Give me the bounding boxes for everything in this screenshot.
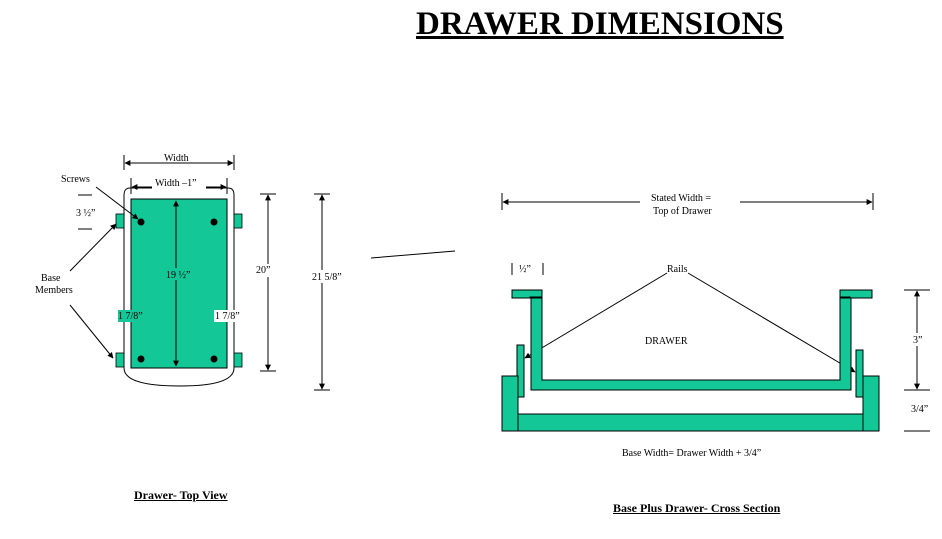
stated-width-line2: Top of Drawer (653, 206, 712, 217)
drawer-body (130, 198, 228, 369)
rails-leader-left (524, 272, 668, 359)
base-member-br (233, 352, 243, 368)
top-view: Width Width –1” Screws 3 ½” Base Members… (35, 153, 352, 391)
top-view-caption: Drawer- Top View (134, 488, 228, 502)
base-member-tr (233, 213, 243, 229)
screw-br (210, 355, 218, 363)
three-half-label: 3 ½” (76, 208, 95, 219)
half-label: ½” (519, 264, 531, 275)
nineteen-half-label: 19 ½” (166, 270, 190, 281)
three-label: 3” (913, 335, 922, 346)
screw-bl (137, 355, 145, 363)
stray-line (370, 250, 456, 259)
base-side-left (501, 375, 519, 432)
members-label: Members (35, 285, 73, 296)
rail-left (516, 344, 525, 398)
three-quarter-label: 3/4” (911, 404, 928, 415)
base-member-bl (115, 352, 125, 368)
base-side-right (862, 375, 880, 432)
stated-width-line1: Stated Width = (651, 193, 711, 204)
one-seven-eighth-left-label: 1 7/8” (118, 311, 143, 322)
base-bottom (517, 413, 864, 432)
drawer-profile (511, 289, 873, 391)
screw-tl (137, 218, 145, 226)
page-title: DRAWER DIMENSIONS (416, 6, 784, 42)
base-width-label: Base Width= Drawer Width + 3/4” (622, 448, 761, 459)
width-minus-label: Width –1” (155, 178, 197, 189)
screw-tr (210, 218, 218, 226)
screws-leader (95, 186, 139, 220)
base-leader-top (69, 223, 117, 272)
rails-label: Rails (667, 264, 688, 275)
rail-right (855, 349, 864, 398)
rails-leader-right (687, 272, 856, 373)
screws-label: Screws (61, 174, 90, 185)
base-member-tl (115, 213, 125, 229)
cross-section-caption: Base Plus Drawer- Cross Section (613, 501, 781, 515)
twenty-label: 20” (256, 265, 270, 276)
twenty-one-label: 21 5/8” (312, 272, 342, 283)
cross-section: Stated Width = Top of Drawer ½” Rails DR… (501, 193, 930, 459)
one-seven-eighth-right-label: 1 7/8” (215, 311, 240, 322)
width-label: Width (164, 153, 189, 164)
base-label: Base (41, 273, 61, 284)
base-leader-bottom (69, 304, 114, 359)
drawer-label: DRAWER (645, 336, 688, 347)
